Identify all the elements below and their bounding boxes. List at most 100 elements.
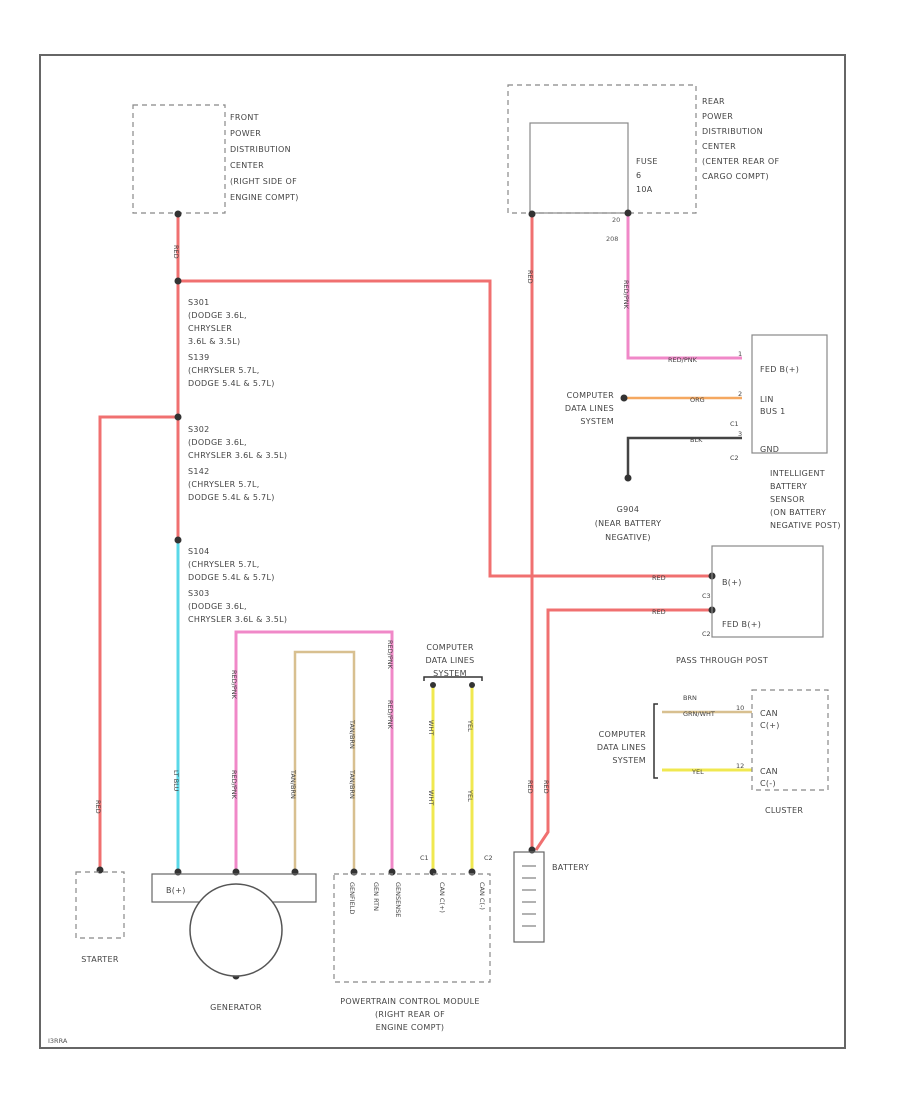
svg-text:S104: S104 — [188, 547, 210, 556]
svg-text:YEL: YEL — [466, 789, 474, 802]
svg-text:C(+): C(+) — [760, 721, 780, 730]
svg-text:C1: C1 — [420, 854, 429, 862]
starter-box — [75, 871, 125, 939]
svg-text:DATA LINES: DATA LINES — [597, 743, 646, 752]
svg-text:BRN: BRN — [683, 694, 697, 702]
svg-text:CENTER: CENTER — [230, 161, 264, 170]
ibs-pins: FED B(+) LIN BUS 1 GND — [760, 365, 799, 454]
figure-id: I3RRA — [48, 1037, 68, 1045]
wire-red-fed — [534, 608, 712, 851]
svg-text:ENGINE COMPT): ENGINE COMPT) — [376, 1023, 445, 1032]
svg-text:C2: C2 — [702, 630, 711, 638]
svg-text:(CENTER REAR OF: (CENTER REAR OF — [702, 157, 779, 166]
svg-text:CAN: CAN — [760, 767, 778, 776]
splice-s1-label: S301 (DODGE 3.6L, CHRYSLER 3.6L & 3.5L) … — [188, 298, 275, 388]
svg-text:GND: GND — [760, 445, 779, 454]
svg-text:COMPUTER: COMPUTER — [426, 643, 474, 652]
pin-20: 20 — [612, 216, 620, 224]
svg-text:DODGE 5.4L & 5.7L): DODGE 5.4L & 5.7L) — [188, 379, 275, 388]
svg-text:(CHRYSLER 5.7L,: (CHRYSLER 5.7L, — [188, 560, 260, 569]
svg-text:RED: RED — [94, 800, 102, 814]
svg-text:SYSTEM: SYSTEM — [433, 669, 467, 678]
svg-text:3.6L & 3.5L): 3.6L & 3.5L) — [188, 337, 240, 346]
pcm-label: POWERTRAIN CONTROL MODULE (RIGHT REAR OF… — [340, 997, 479, 1032]
svg-text:LIN: LIN — [760, 395, 774, 404]
svg-text:CARGO COMPT): CARGO COMPT) — [702, 172, 769, 181]
svg-text:CAN C(-): CAN C(-) — [478, 882, 486, 910]
cdl-label-pcm: COMPUTER DATA LINES SYSTEM — [425, 643, 474, 678]
wire-blk-gnd — [626, 436, 742, 478]
wire-red-b-plus — [178, 279, 712, 578]
svg-text:C2: C2 — [484, 854, 493, 862]
cluster-pins: CAN C(+) CAN C(-) — [760, 709, 780, 788]
svg-text:S301: S301 — [188, 298, 210, 307]
svg-text:RED: RED — [526, 780, 534, 794]
svg-text:RED/PNK: RED/PNK — [668, 356, 698, 364]
svg-text:POWERTRAIN CONTROL MODULE: POWERTRAIN CONTROL MODULE — [340, 997, 479, 1006]
ibs-label: INTELLIGENT BATTERY SENSOR (ON BATTERY N… — [770, 469, 841, 530]
svg-text:TAN/BRN: TAN/BRN — [348, 769, 356, 799]
svg-text:GENFIELD: GENFIELD — [348, 882, 356, 914]
svg-text:TAN/BRN: TAN/BRN — [348, 719, 356, 749]
svg-text:DATA LINES: DATA LINES — [565, 404, 614, 413]
svg-text:TAN/BRN: TAN/BRN — [289, 769, 297, 799]
svg-text:C(-): C(-) — [760, 779, 776, 788]
svg-text:REAR: REAR — [702, 97, 725, 106]
svg-text:FED B(+): FED B(+) — [722, 620, 761, 629]
svg-text:RED/PNK: RED/PNK — [386, 640, 394, 670]
svg-text:1: 1 — [738, 350, 742, 358]
rpdc-box — [507, 84, 697, 214]
generator-pin-b-plus: B(+) — [166, 886, 186, 895]
svg-text:DATA LINES: DATA LINES — [425, 656, 474, 665]
svg-text:YEL: YEL — [691, 768, 704, 776]
svg-text:C2: C2 — [730, 454, 739, 462]
fuse-box — [529, 122, 629, 214]
generator-symbol — [189, 883, 283, 977]
svg-text:FED B(+): FED B(+) — [760, 365, 799, 374]
cluster-pin-ids: 10 12 — [736, 704, 744, 770]
svg-text:RED: RED — [652, 574, 666, 582]
svg-text:12: 12 — [736, 762, 744, 770]
svg-text:DODGE 5.4L & 5.7L): DODGE 5.4L & 5.7L) — [188, 493, 275, 502]
svg-text:LT BLU: LT BLU — [172, 770, 180, 792]
battery-box — [513, 851, 545, 943]
svg-text:RED: RED — [652, 608, 666, 616]
wire-red-starter — [98, 415, 178, 870]
svg-text:BLK: BLK — [690, 436, 703, 444]
svg-text:S302: S302 — [188, 425, 210, 434]
cluster-label: CLUSTER — [765, 806, 803, 815]
svg-text:CAN C(+): CAN C(+) — [438, 882, 446, 913]
generator-label: GENERATOR — [210, 1003, 262, 1012]
svg-text:WHT: WHT — [427, 790, 435, 805]
cdl-bracket-cluster — [653, 703, 658, 779]
svg-text:ENGINE COMPT): ENGINE COMPT) — [230, 193, 299, 202]
svg-text:FUSE: FUSE — [636, 157, 658, 166]
svg-text:(DODGE 3.6L,: (DODGE 3.6L, — [188, 311, 247, 320]
fpdc-box — [132, 104, 226, 214]
svg-text:S142: S142 — [188, 467, 210, 476]
svg-text:G904: G904 — [617, 505, 640, 514]
svg-text:10: 10 — [736, 704, 744, 712]
pass-through-label: PASS THROUGH POST — [676, 656, 768, 665]
pcm-pins: GENFIELD GEN RTN GENSENSE CAN C(+) CAN C… — [348, 882, 486, 917]
cdl-bracket-pcm — [423, 676, 483, 681]
svg-text:(CHRYSLER 5.7L,: (CHRYSLER 5.7L, — [188, 480, 260, 489]
battery-cells — [522, 865, 536, 927]
pass-through-pins: B(+) FED B(+) — [722, 578, 761, 629]
svg-text:2: 2 — [738, 390, 742, 398]
splice-s2-label: S302 (DODGE 3.6L, CHRYSLER 3.6L & 3.5L) … — [188, 425, 287, 502]
svg-text:DISTRIBUTION: DISTRIBUTION — [702, 127, 763, 136]
svg-text:SYSTEM: SYSTEM — [580, 417, 614, 426]
svg-text:DISTRIBUTION: DISTRIBUTION — [230, 145, 291, 154]
svg-text:RED/PNK: RED/PNK — [230, 670, 238, 700]
svg-text:(ON BATTERY: (ON BATTERY — [770, 508, 826, 517]
svg-text:SENSOR: SENSOR — [770, 495, 805, 504]
svg-text:3: 3 — [738, 430, 742, 438]
svg-text:RED: RED — [542, 780, 550, 794]
svg-text:RED/PNK: RED/PNK — [622, 280, 630, 310]
wire-labels: RED RED RED/PNK RED/PNK ORG BLK RED RED … — [94, 245, 715, 814]
fpdc-label: FRONT POWER DISTRIBUTION CENTER (RIGHT S… — [230, 113, 299, 202]
svg-text:(NEAR BATTERY: (NEAR BATTERY — [595, 519, 662, 528]
diagram-border — [39, 54, 846, 1049]
svg-text:BUS 1: BUS 1 — [760, 407, 786, 416]
